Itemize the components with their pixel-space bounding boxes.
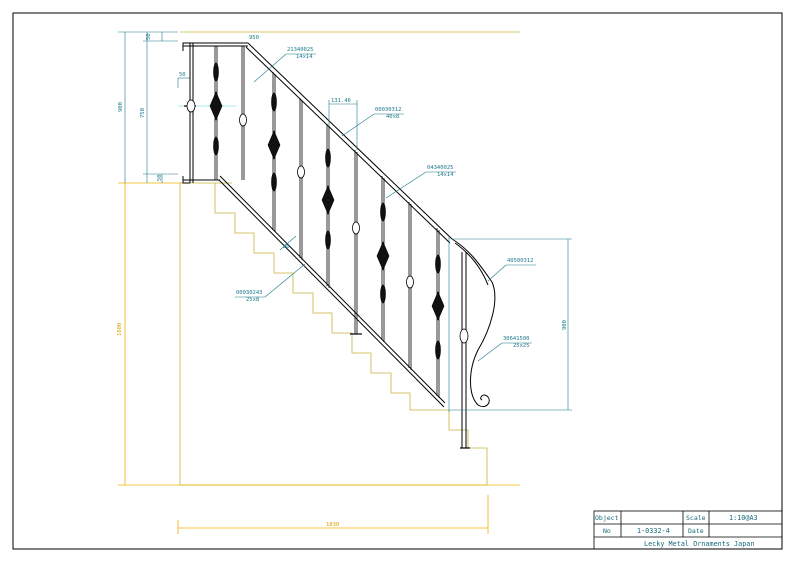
balusters-sloped xyxy=(272,72,440,398)
tb-scale-label: Scale xyxy=(686,514,706,522)
tb-date-label: Date xyxy=(688,527,704,535)
callout-5-code: 40500312 xyxy=(507,258,534,264)
dim-height-1800: 1800 xyxy=(117,323,123,336)
tb-no-label: No xyxy=(603,527,611,535)
collars xyxy=(186,99,469,344)
callout-3-size: 14x14 xyxy=(437,172,454,178)
balusters-horizontal xyxy=(214,46,245,180)
dim-50-bottom: 50 xyxy=(157,174,163,181)
ornaments xyxy=(209,62,445,360)
callout-4-code: 00030243 xyxy=(236,290,263,296)
sheet-border xyxy=(12,12,783,550)
callout-2-code: 00030312 xyxy=(375,107,402,113)
dim-80: 80 xyxy=(283,244,290,250)
tb-scale-value: 1:10@A3 xyxy=(729,514,758,522)
callout-6-code: 30641500 xyxy=(503,336,530,342)
callout-6-size: 25x25 xyxy=(513,343,530,349)
callout-1-code: 21340025 xyxy=(287,47,314,53)
dim-50-top: 50 xyxy=(146,33,152,40)
callout-3-code: 04340025 xyxy=(427,165,454,171)
callout-4-size: 25x8 xyxy=(246,297,259,303)
title-block xyxy=(593,510,783,550)
dim-900-left: 900 xyxy=(118,102,124,112)
callout-1-size: 14x14 xyxy=(296,54,313,60)
dim-750: 750 xyxy=(140,108,146,118)
railing xyxy=(182,42,496,448)
dim-950: 950 xyxy=(249,35,259,41)
dim-131-46: 131.46 xyxy=(331,98,351,104)
tb-object-label: Object xyxy=(595,514,619,522)
tb-company: Lecky Metal Ornaments Japan xyxy=(644,540,755,548)
overall-dimensions xyxy=(118,182,520,534)
dim-900-right: 900 xyxy=(562,320,568,330)
tb-no-value: 1-0332-4 xyxy=(637,527,670,535)
dim-50-mid: 50 xyxy=(179,72,186,78)
right-dimension xyxy=(448,236,572,412)
callout-2-size: 40x8 xyxy=(386,114,399,120)
callout-leaders xyxy=(235,53,536,362)
dim-width-1830: 1830 xyxy=(326,522,339,528)
